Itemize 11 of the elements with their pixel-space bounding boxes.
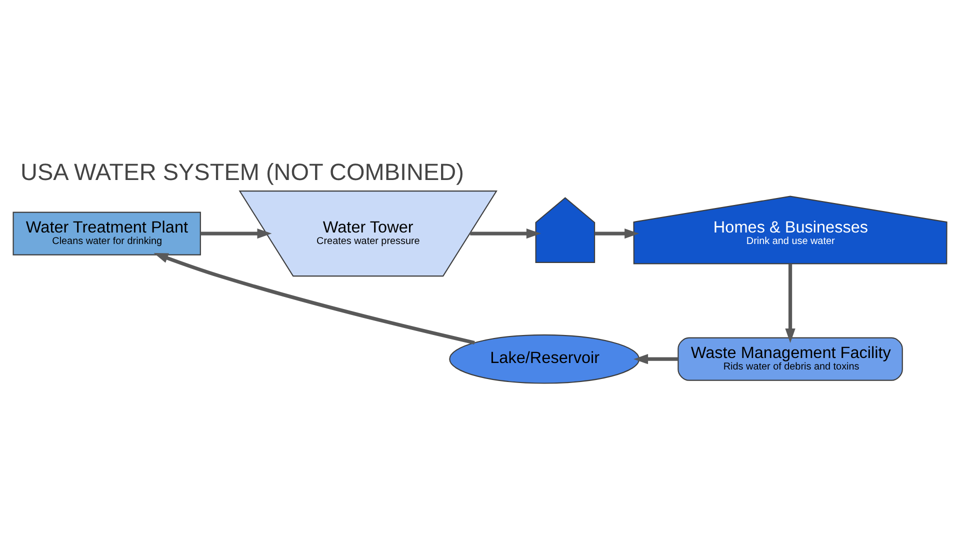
diagram-title: USA WATER SYSTEM (NOT COMBINED) xyxy=(20,158,464,185)
arrow xyxy=(154,252,475,344)
node-box: Waste Management Facility Rids water of debris and toxins xyxy=(678,336,903,380)
arrow xyxy=(470,228,541,238)
arrow xyxy=(785,263,796,343)
node-ellipse: Lake/Reservoir xyxy=(449,334,640,384)
arrow xyxy=(594,228,640,238)
arrow xyxy=(634,354,678,364)
node-box: Water Treatment Plant Cleans water for drinking xyxy=(12,211,201,255)
arrow xyxy=(200,228,272,238)
node-house xyxy=(535,196,596,262)
